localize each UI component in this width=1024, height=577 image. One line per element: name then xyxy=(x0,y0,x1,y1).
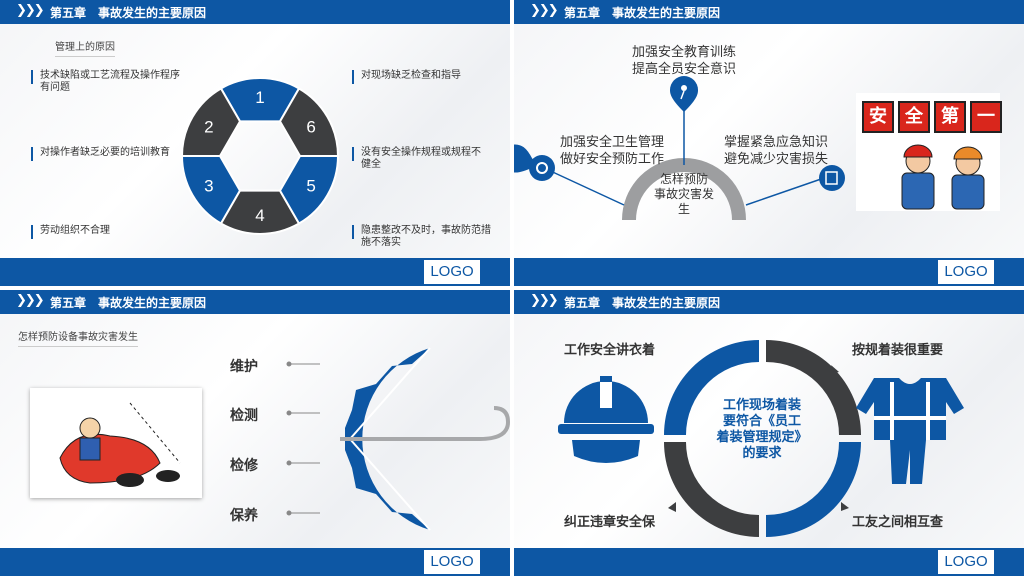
item-label: 检修 xyxy=(230,458,258,474)
segment-number: 1 xyxy=(255,88,264,107)
logo: LOGO xyxy=(424,260,480,284)
hard-hat-icon xyxy=(558,376,654,463)
cause-item: 对现场缺乏检查和指导 xyxy=(361,70,461,81)
top-left-label: 工作安全讲衣着 xyxy=(564,343,656,358)
cause-item: 劳动组织不合理 xyxy=(40,225,110,236)
item-marker xyxy=(31,225,33,239)
workers-illustration xyxy=(901,144,985,210)
ring-segment xyxy=(278,87,340,157)
item-label: 维护 xyxy=(230,359,258,375)
slide-prevention[interactable]: ❯❯❯ 第五章 事故发生的主要原因 加强安全教育训练提高全员安全意识 加强安全卫… xyxy=(514,0,1024,286)
item-marker xyxy=(31,147,33,161)
sign-char: 安 xyxy=(862,101,894,133)
book-pin-icon xyxy=(819,165,845,191)
chevron-icon: ❯❯❯ xyxy=(530,293,559,308)
sign-char: 第 xyxy=(934,101,966,133)
cause-item: 隐患整改不及时，事故防范措施不落实 xyxy=(361,225,491,248)
item-label: 保养 xyxy=(230,508,258,524)
cause-item: 对操作者缺乏必要的培训教育 xyxy=(40,147,170,158)
item-marker xyxy=(352,225,354,239)
logo: LOGO xyxy=(938,550,994,574)
chapter-title: 第五章 事故发生的主要原因 xyxy=(50,6,207,20)
education-pin-icon xyxy=(670,76,698,112)
center-label: 工作现场着装要符合《员工着装管理规定》的要求 xyxy=(716,398,808,461)
slide-header: ❯❯❯ 第五章 事故发生的主要原因 xyxy=(514,0,1024,24)
item-marker xyxy=(31,70,33,84)
ring-segment xyxy=(219,189,301,235)
subtitle: 怎样预防设备事故灾害发生 xyxy=(18,328,138,347)
subtitle: 管理上的原因 xyxy=(55,38,115,57)
ring-segment xyxy=(278,155,340,225)
management-label: 加强安全卫生管理做好安全预防工作 xyxy=(560,135,665,167)
slide-equipment[interactable]: ❯❯❯ 第五章 事故发生的主要原因 怎样预防设备事故灾害发生 维护 检测 检修 … xyxy=(0,290,510,576)
slide-header: ❯❯❯ 第五章 事故发生的主要原因 xyxy=(514,290,1024,314)
ring-segment xyxy=(180,87,242,157)
item-marker xyxy=(352,70,354,84)
chevron-icon: ❯❯❯ xyxy=(530,3,559,18)
top-right-label: 按规着装很重要 xyxy=(852,343,944,358)
item-label: 检测 xyxy=(230,408,258,424)
item-marker xyxy=(352,147,354,161)
segment-number: 3 xyxy=(204,177,213,196)
segment-number: 5 xyxy=(306,177,315,196)
safety-first-sign: 安 全 第 一 xyxy=(862,101,1002,133)
umbrella-graphic xyxy=(286,347,510,531)
chapter-title: 第五章 事故发生的主要原因 xyxy=(50,296,207,310)
sign-char: 全 xyxy=(898,101,930,133)
slide-footer: LOGO xyxy=(514,258,1024,286)
ring-segments xyxy=(664,340,861,537)
equipment-accident-cartoon xyxy=(30,388,202,498)
chevron-icon: ❯❯❯ xyxy=(16,3,45,18)
segment-number: 6 xyxy=(306,118,315,137)
slide-dress-code[interactable]: ❯❯❯ 第五章 事故发生的主要原因 工作安全讲衣着 按规着装很重要 纠正违章安全… xyxy=(514,290,1024,576)
emergency-label: 掌握紧急应急知识避免减少灾害损失 xyxy=(724,135,829,167)
slide-header: ❯❯❯ 第五章 事故发生的主要原因 xyxy=(0,0,510,24)
cause-item: 技术缺陷或工艺流程及操作程序有问题 xyxy=(40,70,180,93)
center-label: 怎样预防事故灾害发生 xyxy=(653,172,714,216)
hexagon-ring-diagram: 1 2 3 4 5 6 xyxy=(180,77,340,235)
segment-number: 2 xyxy=(204,118,213,137)
education-label: 加强安全教育训练提高全员安全意识 xyxy=(632,45,737,77)
logo: LOGO xyxy=(938,260,994,284)
sign-char: 一 xyxy=(970,101,1002,133)
chevron-icon: ❯❯❯ xyxy=(16,293,45,308)
chapter-title: 第五章 事故发生的主要原因 xyxy=(564,296,721,310)
work-uniform-icon xyxy=(856,378,964,484)
safety-first-cartoon: 安 全 第 一 xyxy=(856,93,1002,211)
cartoon-drawing xyxy=(59,402,181,487)
ring-segment xyxy=(180,155,242,225)
slide-header: ❯❯❯ 第五章 事故发生的主要原因 xyxy=(0,290,510,314)
gear-pin-icon xyxy=(514,144,555,181)
slide-management-causes[interactable]: ❯❯❯ 第五章 事故发生的主要原因 管理上的原因 技术缺陷或工艺流程及操作程序有… xyxy=(0,0,510,286)
cause-item: 没有安全操作规程或规程不健全 xyxy=(361,147,481,170)
prevention-diagram xyxy=(514,76,845,221)
logo: LOGO xyxy=(424,550,480,574)
segment-number: 4 xyxy=(255,206,264,225)
slide-footer: LOGO xyxy=(0,258,510,286)
bottom-right-label: 工友之间相互查 xyxy=(852,515,944,530)
slide-footer: LOGO xyxy=(514,548,1024,576)
slide-footer: LOGO xyxy=(0,548,510,576)
bottom-left-label: 纠正违章安全保 xyxy=(564,515,656,530)
chapter-title: 第五章 事故发生的主要原因 xyxy=(564,6,721,20)
dress-code-diagram xyxy=(558,340,964,537)
